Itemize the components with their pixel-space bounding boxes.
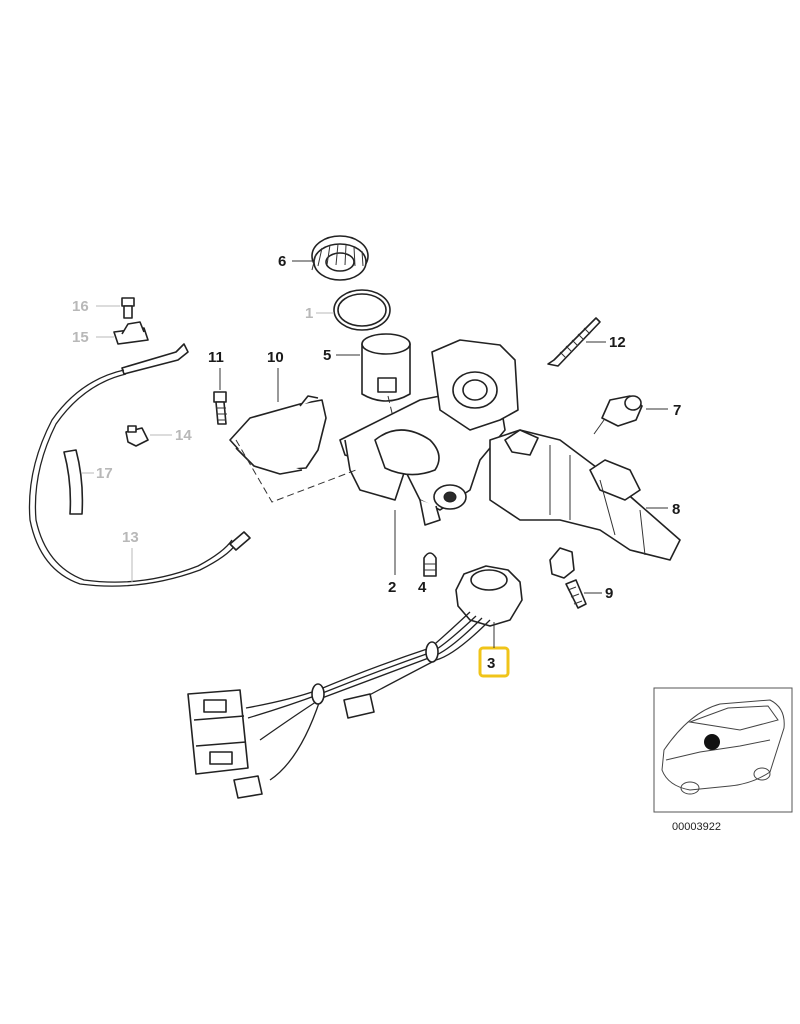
callout-2[interactable]: 2 bbox=[388, 579, 396, 596]
callout-15[interactable]: 15 bbox=[72, 329, 89, 346]
locator-thumbnail[interactable] bbox=[653, 687, 793, 813]
callout-16[interactable]: 16 bbox=[72, 298, 89, 315]
part-10-cover[interactable] bbox=[229, 395, 357, 503]
part-16-screw[interactable] bbox=[121, 297, 135, 319]
part-5-lock-cylinder[interactable] bbox=[361, 333, 411, 402]
part-17-trim-strip[interactable] bbox=[63, 449, 84, 515]
callout-13[interactable]: 13 bbox=[122, 529, 139, 546]
callout-6[interactable]: 6 bbox=[278, 253, 286, 270]
part-8-bracket[interactable] bbox=[489, 429, 681, 561]
callout-3[interactable]: 3 bbox=[487, 655, 495, 672]
part-1-o-ring[interactable] bbox=[333, 289, 391, 331]
callout-14[interactable]: 14 bbox=[175, 427, 192, 444]
part-13-cable[interactable] bbox=[28, 343, 251, 587]
part-3-ignition-switch[interactable] bbox=[187, 565, 523, 799]
callout-4[interactable]: 4 bbox=[418, 579, 427, 596]
callout-10[interactable]: 10 bbox=[267, 349, 284, 366]
part-7-bulb[interactable] bbox=[593, 395, 643, 435]
part-14-clip[interactable] bbox=[125, 425, 149, 447]
callout-9[interactable]: 9 bbox=[605, 585, 613, 602]
callout-1[interactable]: 1 bbox=[305, 305, 313, 322]
part-15-clamp[interactable] bbox=[113, 321, 149, 345]
part-4-pin[interactable] bbox=[423, 552, 437, 577]
part-6-ring[interactable] bbox=[311, 235, 369, 281]
part-9-clip[interactable] bbox=[549, 547, 587, 609]
part-2-lock-housing[interactable] bbox=[339, 339, 519, 526]
part-11-bolt[interactable] bbox=[213, 391, 227, 425]
location-marker-icon bbox=[704, 734, 720, 750]
callout-5[interactable]: 5 bbox=[323, 347, 331, 364]
callout-11[interactable]: 11 bbox=[208, 349, 224, 366]
callout-7[interactable]: 7 bbox=[673, 402, 681, 419]
callout-17[interactable]: 17 bbox=[96, 465, 113, 482]
diagram-number: 00003922 bbox=[672, 821, 721, 833]
part-12-screw[interactable] bbox=[547, 317, 601, 367]
callout-12[interactable]: 12 bbox=[609, 334, 626, 351]
callout-8[interactable]: 8 bbox=[672, 501, 680, 518]
